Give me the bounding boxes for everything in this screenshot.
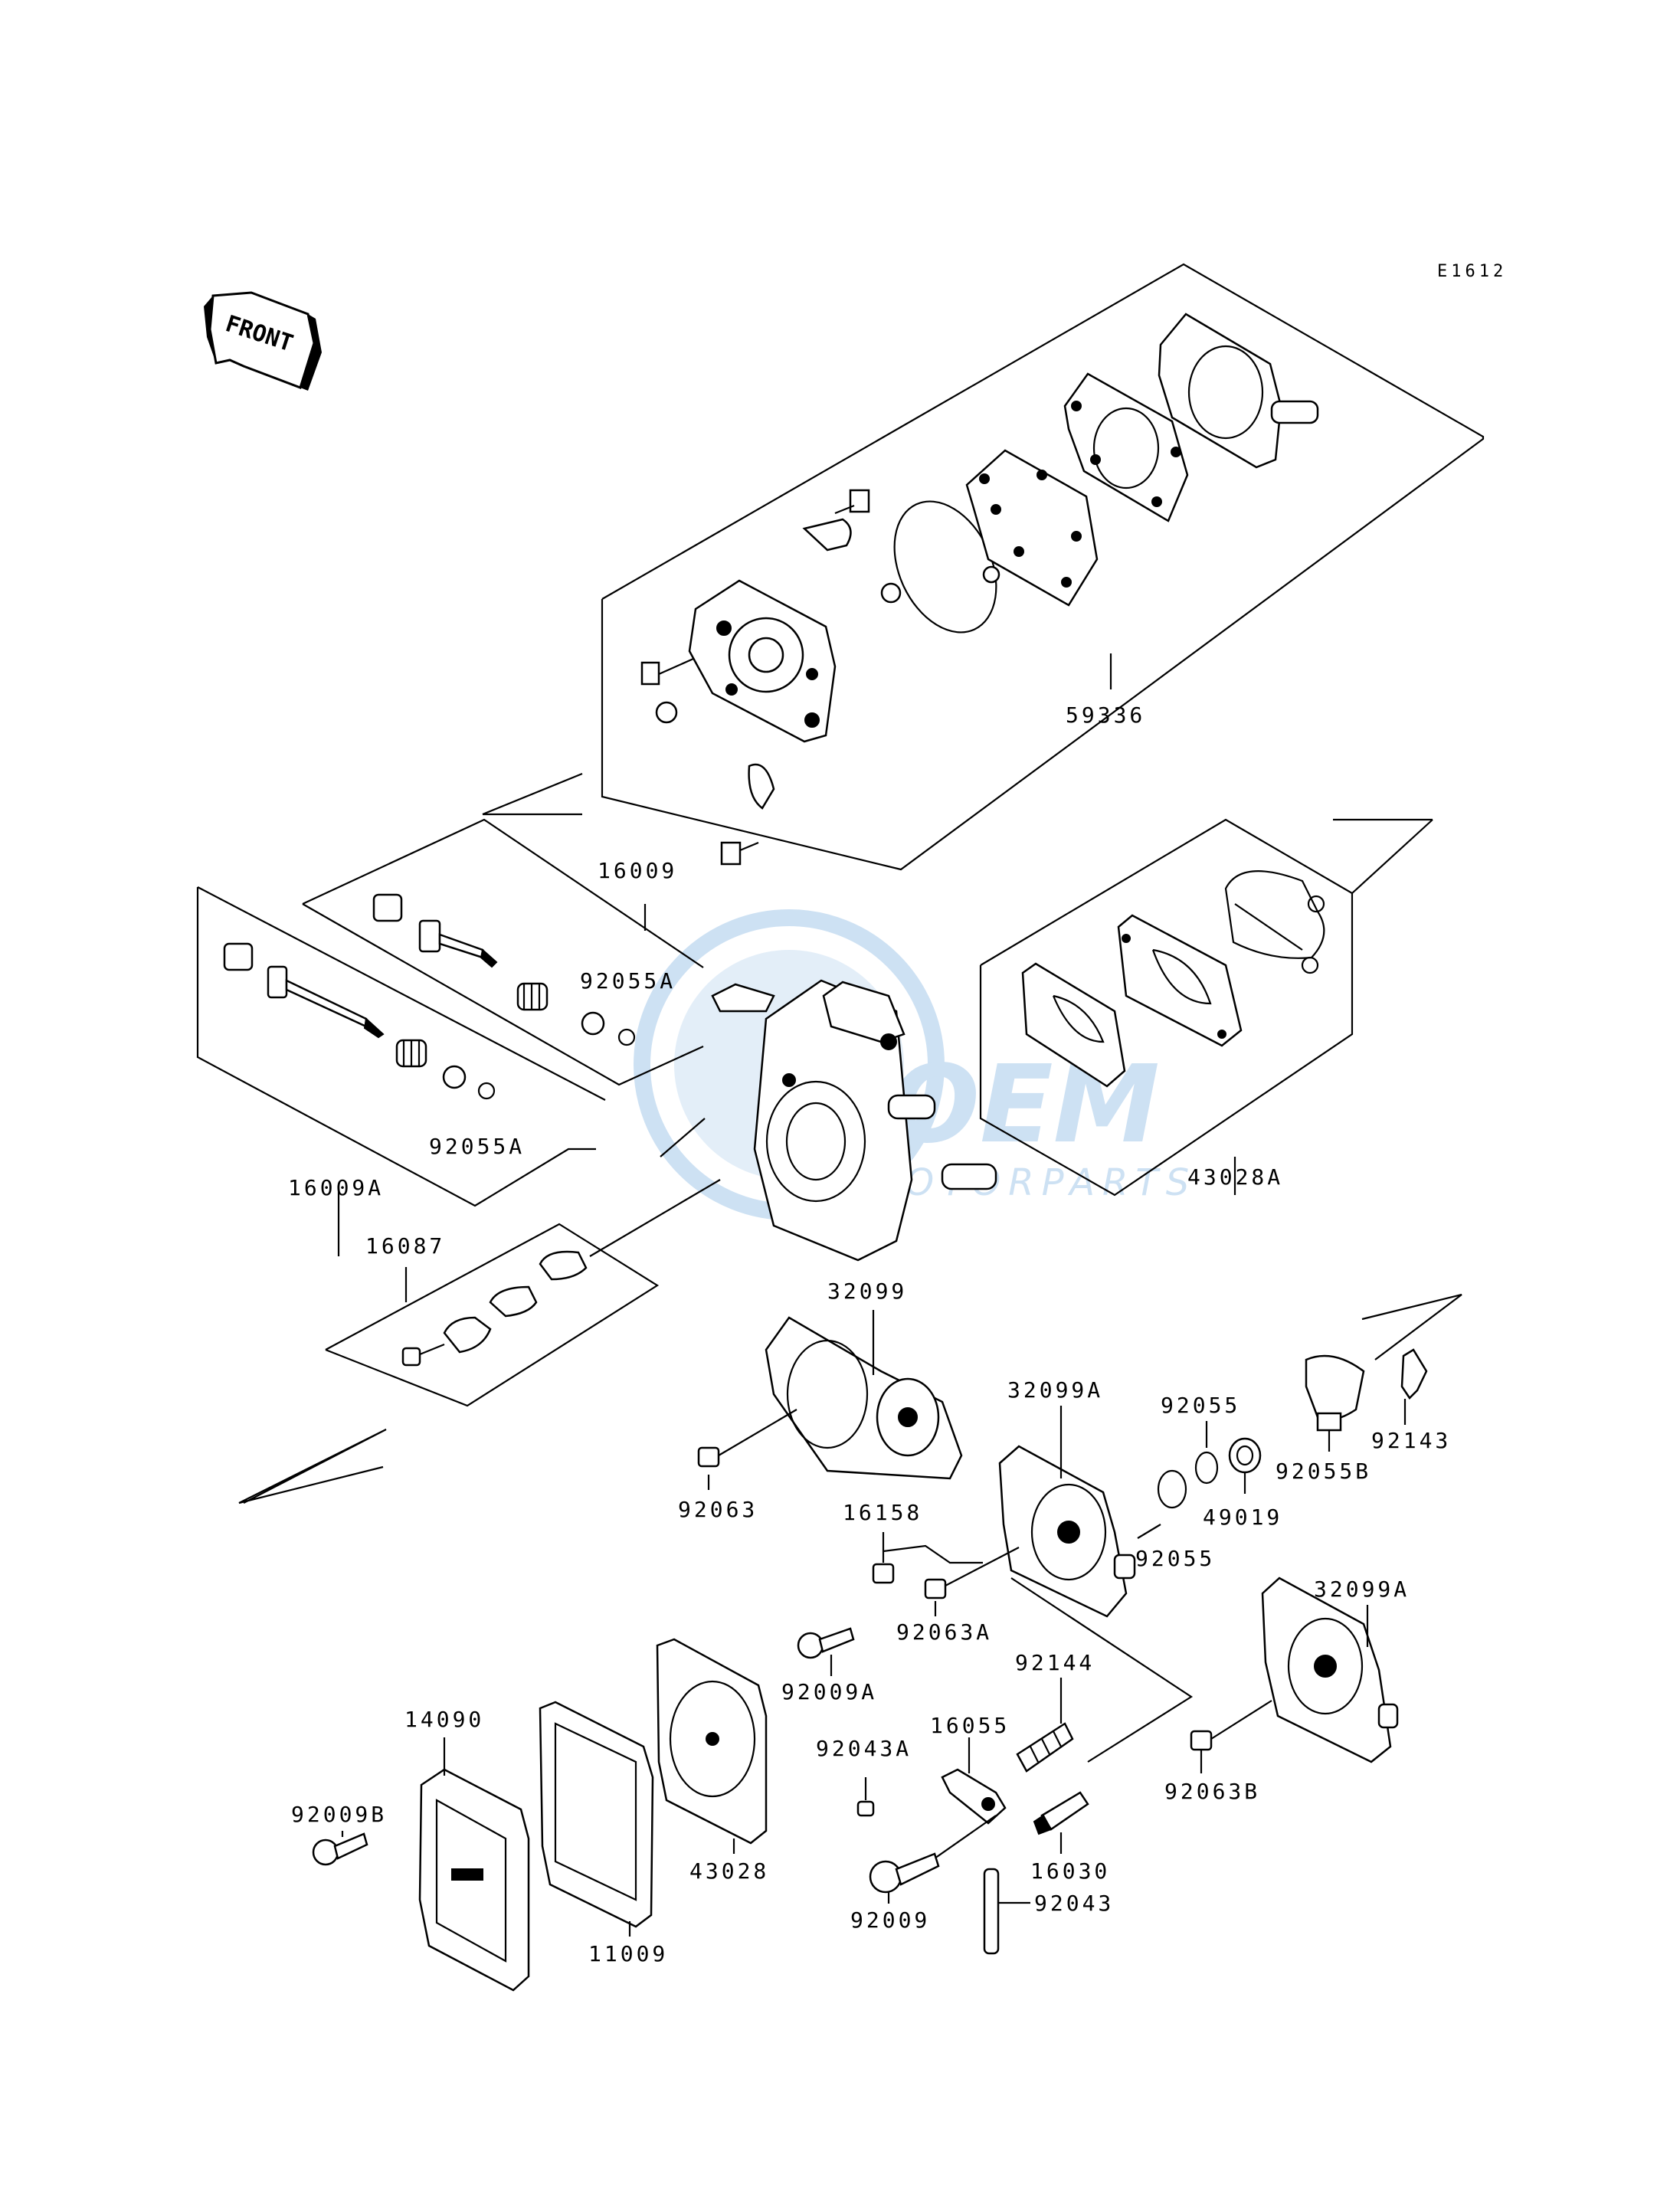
needle-valve-part (1033, 1791, 1089, 1835)
nut-part (655, 701, 678, 724)
screw-part (834, 489, 870, 515)
washer-part (581, 1011, 605, 1036)
gasket-part (1021, 962, 1126, 1088)
pump-cover-part (688, 579, 837, 743)
label-32099A-mid: 32099A (1007, 1377, 1103, 1403)
label-92043A: 92043A (816, 1736, 912, 1761)
screw-part (797, 1627, 855, 1659)
screw-part (924, 1547, 1020, 1599)
label-92063A: 92063A (896, 1619, 992, 1645)
screw-part (312, 1832, 368, 1866)
plug-part (1228, 1437, 1262, 1474)
kit-16009-group (302, 818, 704, 1086)
label-32099A-right: 32099A (1314, 1577, 1410, 1602)
screw-part (872, 1563, 895, 1584)
mixture-screw-part (418, 919, 498, 968)
label-16087: 16087 (365, 1233, 445, 1259)
valve-part (802, 518, 852, 552)
valve-plate-part (489, 1285, 538, 1318)
washer-part (442, 1065, 467, 1089)
valve-part (748, 763, 775, 810)
diaphragm-ring-tab (982, 565, 1000, 584)
screw-part (869, 1852, 940, 1894)
knob-part (223, 942, 254, 971)
label-14090: 14090 (404, 1707, 484, 1732)
carburetor-body-part (711, 979, 997, 1262)
gasket-11009-part (539, 1701, 654, 1928)
label-16009A: 16009A (288, 1175, 384, 1200)
label-92055B: 92055B (1276, 1459, 1371, 1484)
pump-diaphragm-part (1063, 372, 1189, 522)
label-59336: 59336 (1066, 702, 1145, 728)
cap-part (1305, 1354, 1365, 1432)
label-32099: 32099 (827, 1279, 907, 1304)
screw-part (401, 1343, 445, 1367)
plate-32099-part (765, 1316, 963, 1480)
kit-59336-group (482, 263, 1485, 871)
screw-part (720, 841, 759, 866)
label-16009: 16009 (598, 858, 677, 883)
oring-part (1194, 1451, 1219, 1485)
label-92009: 92009 (850, 1907, 930, 1933)
label-92009B: 92009B (291, 1802, 387, 1827)
screw-part (1190, 1700, 1272, 1751)
label-49019: 49019 (1203, 1505, 1282, 1530)
watermark-subtext: MOTORPARTS (866, 1161, 1197, 1204)
cover-14090-part (418, 1768, 530, 1992)
pin-part (856, 1800, 875, 1817)
spring-part (1016, 1722, 1074, 1773)
label-92043: 92043 (1034, 1891, 1114, 1916)
nut-part (880, 582, 902, 604)
clip-part (1400, 1348, 1428, 1400)
label-92063: 92063 (678, 1497, 758, 1522)
label-92055-b: 92055 (1135, 1546, 1215, 1571)
label-16030: 16030 (1030, 1858, 1110, 1884)
kit-16009A-group (196, 886, 606, 1256)
mixture-screw-part (267, 965, 385, 1039)
spring-part (516, 982, 549, 1011)
reference-code: E1612 (1437, 262, 1507, 281)
label-43028: 43028 (689, 1858, 769, 1884)
label-92055-a: 92055 (1161, 1393, 1240, 1418)
label-92143: 92143 (1371, 1428, 1451, 1453)
front-arrow-icon: FRONT (204, 291, 322, 391)
label-43028A: 43028A (1187, 1164, 1283, 1190)
oring-part (477, 1082, 496, 1100)
plate-32099A-part (998, 1445, 1136, 1618)
screw-part (640, 657, 694, 686)
oring-part (1157, 1469, 1187, 1509)
label-16158: 16158 (843, 1500, 922, 1525)
kit-16087-group (325, 1179, 721, 1407)
label-92063B: 92063B (1164, 1779, 1260, 1804)
gasket-part (1224, 870, 1325, 974)
label-92055A-bottom: 92055A (429, 1134, 525, 1159)
pump-gasket-part (965, 449, 1099, 607)
valve-plate-part (539, 1250, 588, 1281)
kit-43028A-group (979, 818, 1433, 1197)
label-92055A-top: 92055A (580, 968, 676, 994)
spring-part (395, 1039, 427, 1068)
label-11009: 11009 (588, 1941, 668, 1966)
knob-part (372, 893, 403, 922)
plate-32099A-right-part (1261, 1577, 1399, 1763)
pin-part (983, 1868, 1000, 1955)
valve-plate-part (443, 1316, 492, 1354)
label-92009A: 92009A (781, 1679, 877, 1704)
label-16055: 16055 (930, 1713, 1010, 1738)
oring-part (617, 1028, 636, 1046)
pump-body-part (1158, 313, 1319, 469)
label-92144: 92144 (1015, 1650, 1095, 1675)
diaphragm-43028-part (656, 1638, 768, 1845)
screw-part (697, 1409, 797, 1468)
gasket-part (1117, 914, 1243, 1047)
lever-part (941, 1768, 1007, 1825)
